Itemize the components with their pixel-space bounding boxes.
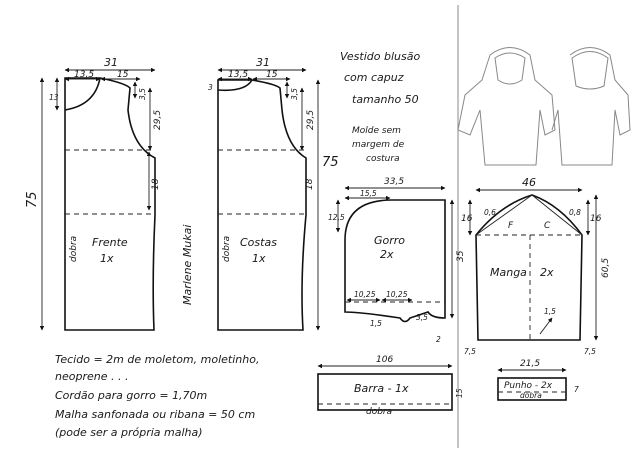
back-side-label: 18 (305, 178, 315, 190)
back-outline (217, 79, 307, 331)
sleeve-width-label: 46 (522, 176, 536, 189)
hood-bottom-right-label: 10,25 (386, 290, 408, 299)
cuff-fold-label: dobra (520, 391, 542, 400)
hood-dart-c-label: 2 (436, 335, 441, 344)
materials-line5: (pode ser a própria malha) (55, 426, 203, 439)
band-outline (317, 373, 453, 411)
note-line1: Molde sem (352, 126, 401, 136)
band-width-label: 106 (376, 355, 393, 365)
front-neck-label: 13,5 (74, 70, 94, 80)
garment-sketch (457, 47, 631, 166)
front-piece: 31 13,5 15 13 3,5 29,5 18 75 dobra Frent… (25, 56, 163, 331)
back-drop-label: 3,5 (290, 88, 299, 100)
back-piece: 31 13,5 15 3 3,5 29,5 75 18 dobra Costas… (208, 56, 339, 331)
cuff-width-label: 21,5 (520, 359, 540, 369)
hood-height-label: 35 (456, 250, 466, 262)
sleeve-front-guide (475, 194, 533, 236)
cuff-height-label: 7 (574, 385, 579, 394)
hood-qty-label: 2x (380, 248, 394, 261)
sleeve-piece: 46 16 16 F C 0,6 0,8 60,5 Manga 2x 1,5 7… (461, 176, 611, 356)
hood-dart-b-label: 3,5 (416, 313, 428, 322)
back-qty-label: 1x (252, 252, 266, 265)
front-shoulder-label: 15 (117, 70, 129, 80)
sleeve-curve-a-label: 0,6 (484, 208, 496, 217)
band-piece: 106 15 Barra - 1x dobra (317, 355, 464, 417)
materials-line1: Tecido = 2m de moletom, moletinho, (55, 353, 259, 366)
hood-bottom-left-label: 10,25 (354, 290, 376, 299)
back-fold-label: dobra (222, 236, 232, 262)
hood-top-label: 15,5 (360, 189, 377, 198)
sleeve-side-left-label: 16 (461, 214, 473, 224)
front-side-label: 18 (151, 178, 161, 190)
band-fold-label: dobra (366, 407, 392, 417)
sleeve-curve-b-label: 0,8 (569, 208, 581, 217)
sleeve-cuff-left-label: 7,5 (464, 347, 476, 356)
materials-list: Tecido = 2m de moletom, moletinho, neopr… (55, 353, 259, 439)
signature-text: Marlene Mukai (181, 225, 194, 305)
front-length-label: 75 (25, 191, 40, 208)
title-block: Vestido blusão com capuz tamanho 50 Mold… (340, 50, 420, 164)
sleeve-length-label: 60,5 (601, 258, 611, 278)
sleeve-side-right-label: 16 (590, 214, 602, 224)
sketch-front-hood (494, 52, 526, 85)
materials-line3: Cordão para gorro = 1,70m (55, 389, 207, 402)
back-neck-depth-label: 3 (208, 83, 213, 92)
title-line3: tamanho 50 (352, 93, 419, 106)
hood-side-top-label: 12,5 (328, 213, 345, 222)
sleeve-piece-label: Manga (490, 266, 527, 279)
materials-line2: neoprene . . . (55, 370, 128, 383)
note-line2: margem de (352, 140, 405, 150)
front-drop-label: 3,5 (138, 88, 147, 100)
front-fold-label: dobra (69, 236, 79, 262)
front-neck-depth-label: 13 (49, 93, 59, 102)
sleeve-cuff-right-label: 7,5 (584, 347, 596, 356)
title-line2: com capuz (344, 71, 404, 84)
sleeve-notch-arrow (539, 317, 553, 335)
front-qty-label: 1x (100, 252, 114, 265)
sleeve-notch-label: 1,5 (544, 307, 556, 316)
back-neck-label: 13,5 (228, 70, 248, 80)
cuff-outline (497, 377, 567, 401)
back-armhole-label: 29,5 (306, 110, 316, 130)
hood-dart-a-label: 1,5 (370, 319, 382, 328)
hood-outline (344, 199, 446, 323)
front-armhole-label: 29,5 (153, 110, 163, 130)
signature: Marlene Mukai (181, 225, 194, 305)
hood-piece: 33,5 15,5 12,5 35 Gorro 2x 10,25 10,25 1… (328, 177, 466, 344)
sketch-back-hoodie (551, 47, 631, 166)
front-neckline (64, 77, 101, 111)
sleeve-front-mark: F (508, 221, 514, 231)
back-width-label: 31 (256, 56, 270, 69)
back-shoulder-label: 15 (266, 70, 278, 80)
band-piece-label: Barra - 1x (354, 382, 409, 395)
cuff-piece-label: Punho - 2x (504, 381, 553, 391)
band-height-label: 15 (455, 388, 464, 398)
front-piece-label: Frente (92, 236, 128, 249)
front-outline (64, 77, 156, 331)
sketch-front-hoodie (457, 47, 556, 166)
back-piece-label: Costas (240, 236, 277, 249)
back-neckline (217, 79, 253, 92)
back-length-label: 75 (322, 155, 339, 170)
sketch-back-hood (571, 51, 609, 90)
hood-width-label: 33,5 (384, 177, 404, 187)
hood-piece-label: Gorro (374, 234, 405, 247)
cuff-piece: 21,5 7 Punho - 2x dobra (497, 359, 579, 401)
note-line3: costura (366, 154, 400, 164)
sleeve-qty-label: 2x (540, 266, 554, 279)
sleeve-back-guide (531, 194, 583, 236)
front-width-label: 31 (104, 56, 118, 69)
materials-line4: Malha sanfonada ou ribana = 50 cm (55, 408, 255, 421)
title-line1: Vestido blusão (340, 50, 420, 63)
sleeve-back-mark: C (544, 221, 551, 231)
